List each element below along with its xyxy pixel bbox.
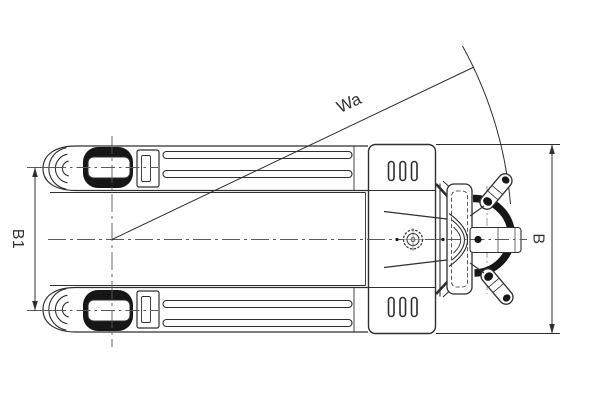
- arrowhead-up: [549, 144, 555, 154]
- wheel-bracket-inner: [141, 155, 151, 182]
- fork-tip-skid: [48, 147, 69, 190]
- label-turning-radius: Wa: [334, 89, 365, 117]
- handle-bracket-plate: [446, 183, 473, 295]
- wheel-bracket: [136, 290, 160, 329]
- pivot-dot: [474, 235, 482, 244]
- pivot-head: [448, 213, 468, 267]
- arrowhead-up: [32, 167, 38, 177]
- centerline-dot: [441, 237, 445, 242]
- arrowhead-down: [32, 301, 38, 311]
- label-fork-outer-distance: B1: [9, 229, 26, 250]
- vent-slots-top: [387, 160, 418, 182]
- dimension-b: [436, 144, 560, 334]
- dimension-b1: [32, 167, 38, 311]
- wheel-bracket-inner: [141, 296, 151, 323]
- vent-slots-bottom: [387, 296, 418, 318]
- wheel-bracket: [136, 149, 160, 188]
- grip-link: [469, 205, 485, 217]
- tiller-arm: [383, 210, 452, 269]
- body-housing: [367, 143, 441, 335]
- handle-bracket-inner: [451, 190, 468, 288]
- turning-radius-line: [111, 66, 475, 240]
- label-overall-width: B: [530, 233, 547, 244]
- fork-slot: [162, 318, 353, 328]
- body-panel: [367, 143, 437, 335]
- fork-top: [42, 145, 368, 192]
- steering-bolt: [401, 228, 425, 251]
- chassis-frame: [50, 192, 366, 286]
- fork-slot: [162, 150, 353, 160]
- grip-bottom: [480, 268, 514, 305]
- fork-bottom: [42, 286, 368, 333]
- grip-link: [469, 262, 485, 274]
- handle-assembly: [435, 173, 527, 305]
- tiller-shaft: [469, 226, 522, 254]
- centerline-dot: [395, 237, 399, 242]
- fork-slot: [162, 299, 353, 309]
- arrowhead-down: [549, 324, 555, 334]
- fork-tip-skid: [48, 288, 69, 331]
